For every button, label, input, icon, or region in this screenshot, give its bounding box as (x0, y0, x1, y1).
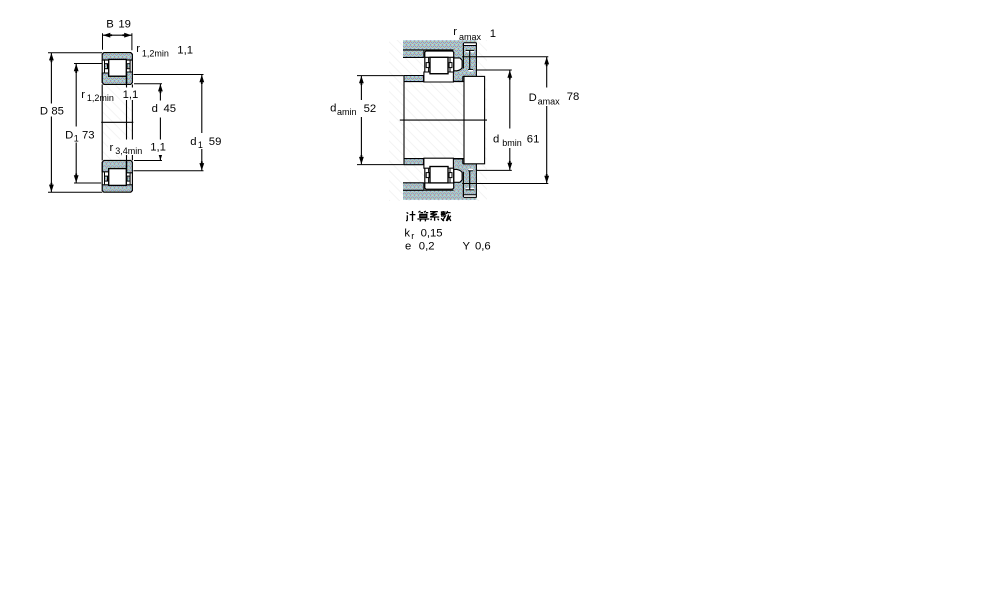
svg-text:3,4min: 3,4min (115, 146, 142, 156)
svg-text:r: r (110, 142, 114, 154)
svg-text:D: D (65, 129, 73, 141)
svg-text:78: 78 (567, 91, 580, 103)
svg-text:19: 19 (118, 19, 131, 31)
svg-text:45: 45 (164, 103, 177, 115)
svg-text:D: D (529, 92, 537, 104)
svg-text:k: k (404, 227, 410, 239)
svg-text:1,2min: 1,2min (87, 93, 114, 103)
svg-text:d: d (330, 103, 336, 115)
svg-text:B: B (106, 19, 114, 31)
svg-text:bmin: bmin (502, 138, 522, 148)
svg-text:r: r (81, 89, 85, 101)
svg-text:r: r (411, 231, 414, 241)
svg-text:0,15: 0,15 (421, 227, 443, 239)
svg-text:1: 1 (490, 28, 496, 40)
svg-text:61: 61 (527, 133, 540, 145)
svg-text:e: e (405, 240, 411, 252)
svg-text:0,6: 0,6 (475, 240, 491, 252)
svg-text:d: d (190, 136, 196, 148)
svg-text:amax: amax (459, 32, 482, 42)
svg-text:73: 73 (82, 129, 95, 141)
svg-text:amax: amax (538, 96, 561, 106)
svg-text:1,1: 1,1 (123, 89, 139, 101)
svg-text:1: 1 (74, 133, 79, 143)
svg-text:1,1: 1,1 (177, 44, 193, 56)
svg-text:Y: Y (463, 240, 471, 252)
svg-text:r: r (136, 43, 140, 55)
svg-text:1,1: 1,1 (150, 142, 166, 154)
svg-text:d: d (493, 133, 499, 145)
svg-text:85: 85 (51, 106, 64, 118)
svg-text:d: d (152, 103, 158, 115)
svg-text:amin: amin (337, 107, 357, 117)
svg-text:1: 1 (198, 140, 203, 150)
svg-text:1,2min: 1,2min (142, 48, 169, 58)
svg-text:59: 59 (209, 136, 222, 148)
svg-text:r: r (453, 26, 457, 38)
svg-text:52: 52 (364, 103, 377, 115)
svg-text:0,2: 0,2 (419, 240, 435, 252)
svg-text:D: D (40, 106, 48, 118)
